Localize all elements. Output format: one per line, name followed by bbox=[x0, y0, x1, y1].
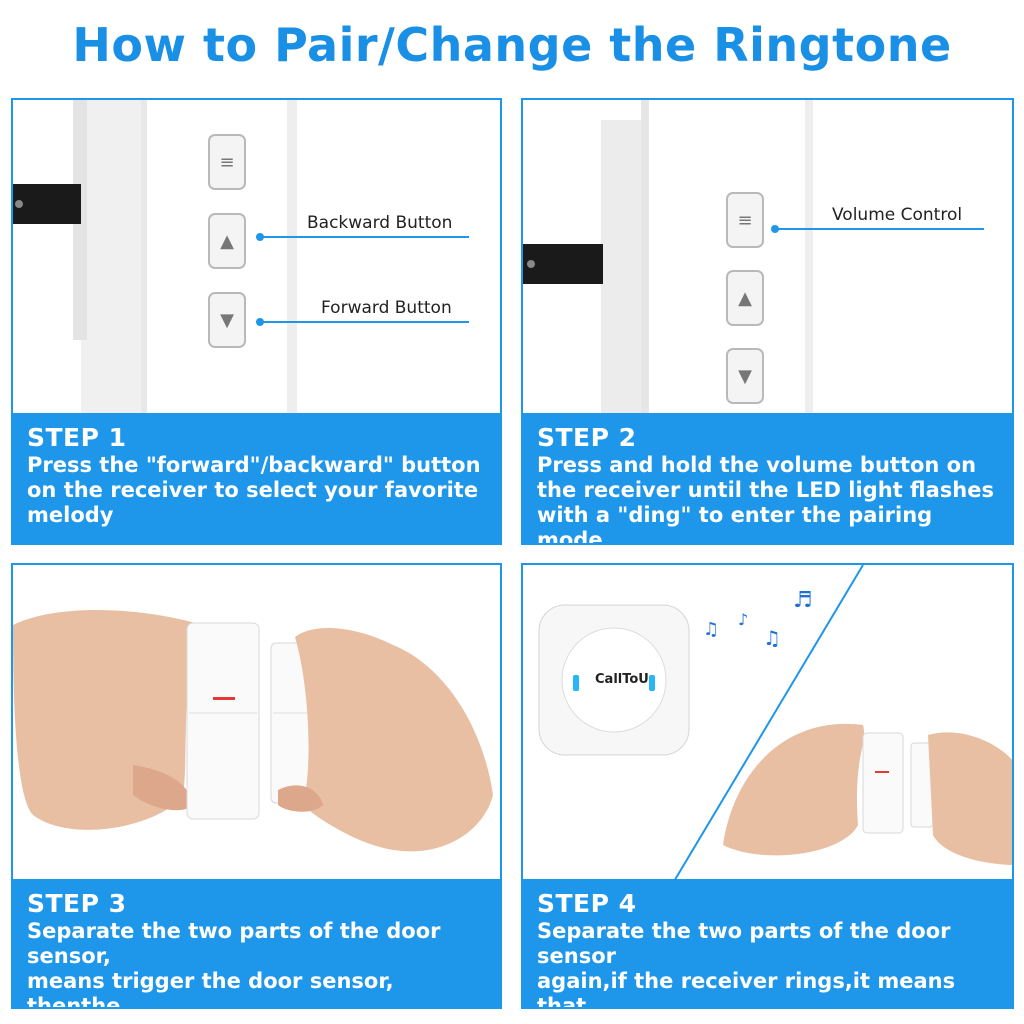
down-arrow-icon: ▼ bbox=[220, 309, 234, 331]
step-3-heading: STEP 3 bbox=[27, 889, 127, 918]
forward-pointer-dot bbox=[256, 318, 264, 326]
backward-button[interactable]: ▲ bbox=[208, 213, 246, 269]
step-1-description: Press the "forward"/backward" button on … bbox=[27, 453, 481, 527]
music-notes-icon: ♫ ♪ ♫ ♬ bbox=[703, 588, 813, 650]
volume-control-label: Volume Control bbox=[832, 205, 963, 225]
step-2-caption: STEP 2 Press and hold the volume button … bbox=[523, 413, 1012, 543]
up-arrow-icon: ▲ bbox=[220, 230, 234, 252]
svg-text:♬: ♬ bbox=[793, 588, 813, 613]
step-3-panel: STEP 3 Separate the two parts of the doo… bbox=[11, 563, 502, 1009]
forward-button[interactable]: ▼ bbox=[208, 292, 246, 348]
receiver-ringing-illustration: ♫ ♪ ♫ ♬ bbox=[538, 565, 1012, 883]
step-4-panel: ♫ ♪ ♫ ♬ CallToU STEP 4 Separate the two … bbox=[521, 563, 1014, 1009]
volume-icon: ≡ bbox=[219, 151, 235, 173]
volume-pointer-line bbox=[778, 228, 984, 230]
svg-text:♫: ♫ bbox=[763, 626, 781, 650]
step-1-caption: STEP 1 Press the "forward"/backward" but… bbox=[13, 413, 500, 543]
volume-icon: ≡ bbox=[737, 209, 753, 231]
volume-button[interactable]: ≡ bbox=[208, 134, 246, 190]
forward-button-label: Forward Button bbox=[321, 298, 452, 318]
up-arrow-icon: ▲ bbox=[738, 287, 752, 309]
backward-button[interactable]: ▲ bbox=[726, 270, 764, 326]
backward-pointer-dot bbox=[256, 233, 264, 241]
step-4-caption: STEP 4 Separate the two parts of the doo… bbox=[523, 879, 1012, 1007]
step-3-description: Separate the two parts of the door senso… bbox=[27, 919, 441, 1009]
svg-text:♪: ♪ bbox=[738, 610, 748, 629]
step-1-heading: STEP 1 bbox=[27, 423, 127, 452]
step-2-description: Press and hold the volume button on the … bbox=[537, 453, 994, 545]
step-1-panel: ≡ ▲ ▼ Backward Button Forward Button STE… bbox=[11, 98, 502, 545]
forward-button[interactable]: ▼ bbox=[726, 348, 764, 404]
receiver-angled-illustration bbox=[523, 100, 813, 420]
backward-pointer-line bbox=[263, 236, 469, 238]
down-arrow-icon: ▼ bbox=[738, 365, 752, 387]
step-3-caption: STEP 3 Separate the two parts of the doo… bbox=[13, 879, 500, 1007]
page-title: How to Pair/Change the Ringtone bbox=[72, 18, 952, 72]
svg-text:♫: ♫ bbox=[703, 619, 719, 640]
brand-logo: CallToU bbox=[595, 672, 649, 687]
step-2-panel: ≡ ▲ ▼ Volume Control STEP 2 Press and ho… bbox=[521, 98, 1014, 545]
backward-button-label: Backward Button bbox=[307, 213, 453, 233]
volume-button[interactable]: ≡ bbox=[726, 192, 764, 248]
step-4-heading: STEP 4 bbox=[537, 889, 637, 918]
step-2-heading: STEP 2 bbox=[537, 423, 637, 452]
step-4-description: Separate the two parts of the door senso… bbox=[537, 919, 956, 1009]
receiver-side-illustration bbox=[13, 100, 297, 420]
volume-pointer-dot bbox=[771, 225, 779, 233]
hands-separating-sensor-illustration bbox=[13, 610, 493, 852]
forward-pointer-line bbox=[263, 321, 469, 323]
